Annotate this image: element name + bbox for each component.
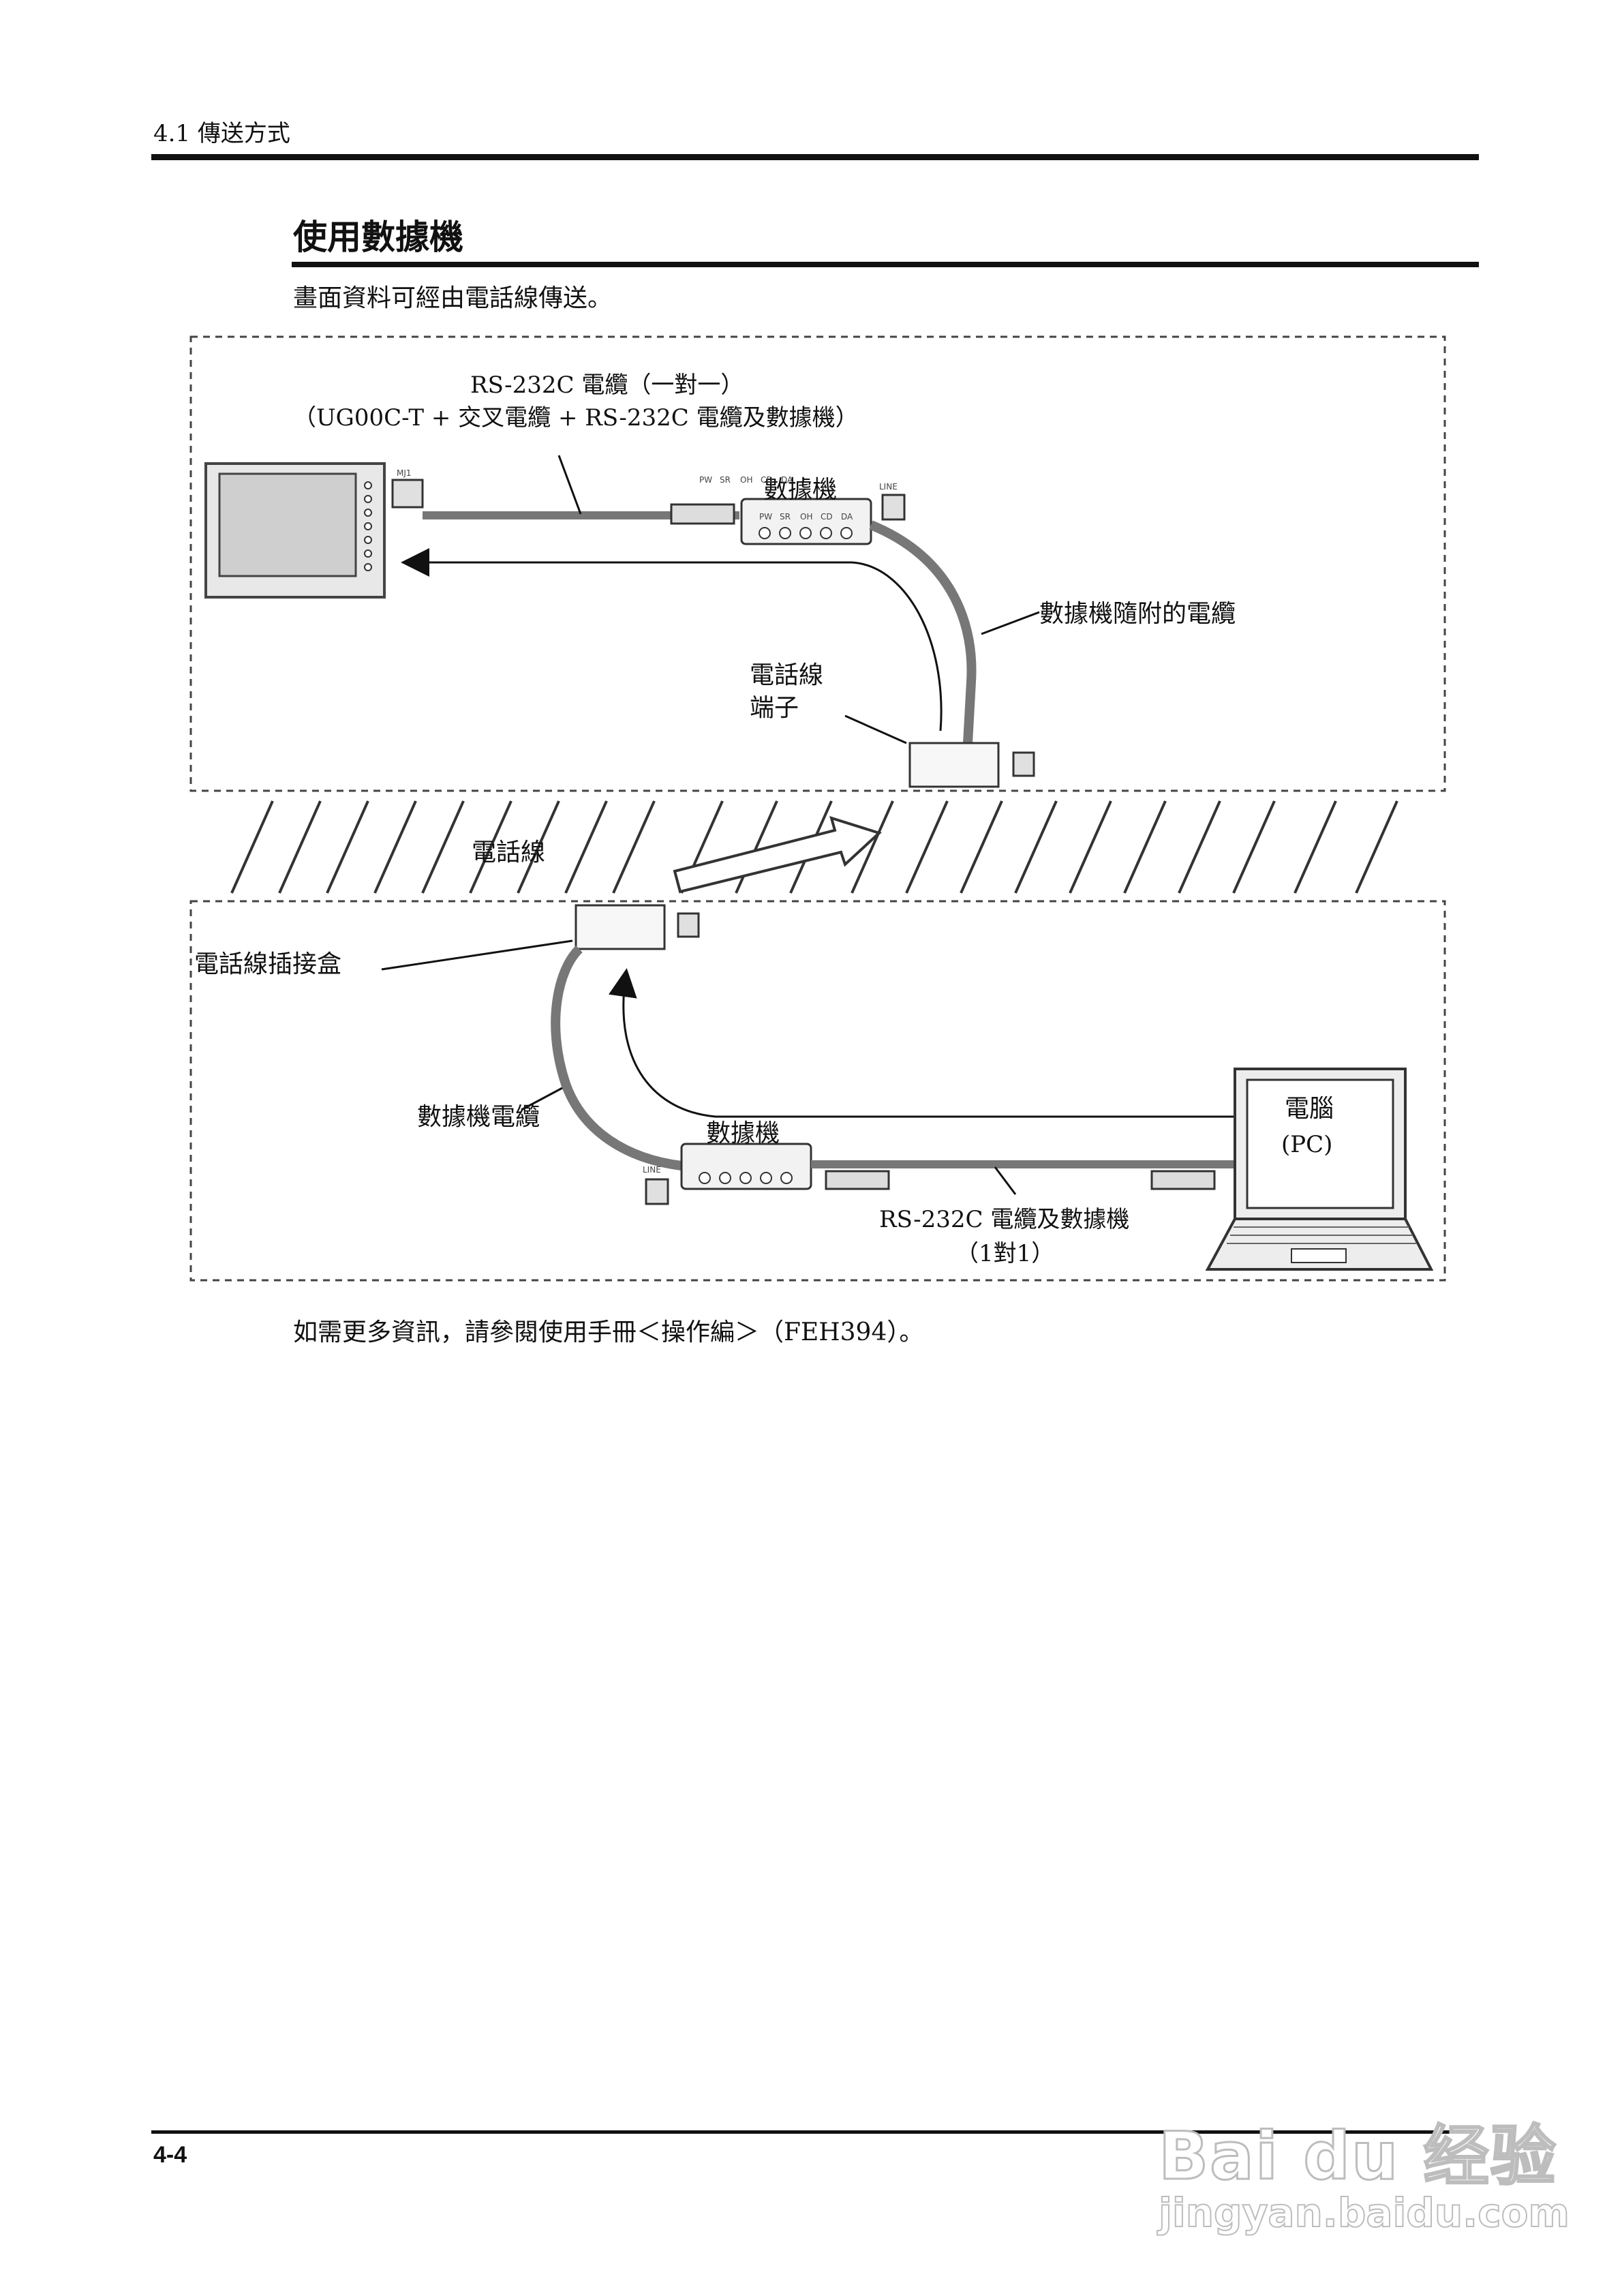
supplied-cable-leader [981,611,1040,635]
top-line-label: LINE [879,482,898,492]
top-db25-connector [670,503,735,525]
page-title: 使用數據機 [293,217,463,257]
section-header: 4.1 傳送方式 [153,120,290,147]
modem-led-label: OH [800,512,812,522]
top-line-port [881,494,906,521]
modem-led-label: PW [699,475,712,485]
bottom-modem-cable [551,945,682,1170]
phone-line-hatch [230,800,1398,894]
top-modem [740,498,872,545]
modem-led-label: CD [821,512,833,522]
mj1-label: MJ1 [397,468,412,478]
watermark-url: jingyan.baidu.com [1158,2189,1570,2237]
transfer-arrow [673,815,882,894]
jack-box-leader [381,939,573,971]
pc-label-1: 電腦 [1285,1095,1334,1123]
bottom-site-box [189,900,1446,1282]
phone-terminal-label-1: 電話線 [750,661,823,689]
header-rule [151,154,1479,160]
jack-box-port [677,912,700,938]
phone-jack-box-label: 電話線插接盒 [194,950,341,978]
bottom-modem-led-labels: PW SR OH CD DA [699,475,793,485]
page-number: 4-4 [153,2142,187,2168]
title-rule [292,262,1479,267]
pc-label-2: (PC) [1281,1131,1332,1158]
phone-terminal [908,742,1000,788]
top-site-box [189,335,1446,792]
modem-led-label: SR [780,512,791,522]
bottom-rs232-leader [994,1166,1017,1195]
modem-led-label: PW [759,512,772,522]
footer-rule [151,2130,1479,2134]
mj1-port [391,479,424,509]
modem-led-label: DA [781,475,793,485]
more-info-text: 如需更多資訊，請參閱使用手冊＜操作編＞（FEH394）。 [293,1318,924,1346]
hmi-panel [204,462,386,599]
bottom-data-flow-arrow [609,968,1234,1118]
modem-cable-leader [521,1087,563,1111]
watermark-brand: Bai du 经验 [1158,2117,1557,2196]
cable-label-line1: RS-232C 電纜（一對一） [470,372,744,399]
bottom-modem-label: 數據機 [706,1119,780,1147]
top-modem-led-labels: PW SR OH CD DA [759,512,853,522]
modem-led-label: DA [841,512,853,522]
laptop-pc [1205,1068,1434,1271]
supplied-cable-label: 數據機隨附的電纜 [1039,600,1236,628]
rs232-leader [557,455,582,515]
terminal-leader [844,714,907,744]
modem-cable-label: 數據機電纜 [417,1103,540,1131]
top-modem-label: 數據機 [763,476,837,504]
phone-jack-box [575,904,666,950]
top-modem-cable [869,520,977,744]
modem-led-label: SR [720,475,731,485]
phone-terminal-label-2: 端子 [750,694,799,722]
bottom-line-port [645,1178,669,1205]
intro-text: 畫面資料可經由電話線傳送。 [293,284,613,312]
bottom-rs232-label-1: RS-232C 電纜及數據機 [879,1206,1129,1233]
cable-label-line2: （UG00C-T + 交叉電纜 + RS-232C 電纜及數據機） [293,404,859,432]
bottom-line-label: LINE [643,1165,661,1175]
bottom-rs232-label-2: （1對1） [955,1240,1054,1267]
top-data-flow-arrow [401,548,943,731]
phone-line-label: 電話線 [472,839,545,866]
modem-led-label: CD [761,475,773,485]
top-modem-leds [759,527,853,539]
bottom-modem-leds [699,1172,793,1184]
modem-led-label: OH [740,475,752,485]
bottom-db25-right [1150,1170,1216,1190]
phone-terminal-port [1012,751,1035,777]
bottom-db25-left [825,1170,890,1190]
